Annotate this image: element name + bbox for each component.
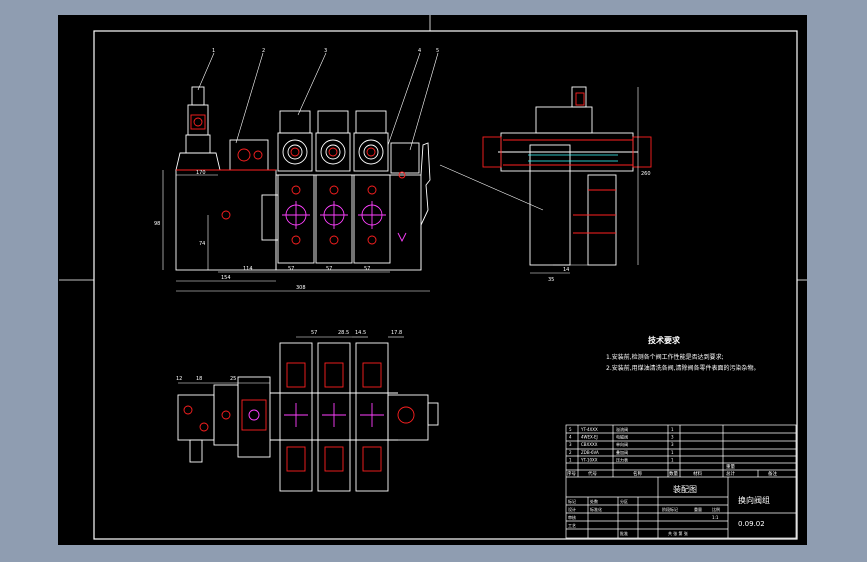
parts-cell: ZDB-6VA [581,450,599,455]
rev-count: 处数 [590,498,598,504]
parts-cell: 叠加阀 [616,449,628,455]
rev-mark: 标记 [568,498,576,504]
hdr-remarks: 备注 [768,470,777,477]
dim-plan-b: 28.5 [338,330,349,336]
dim-plan-c: 14.5 [355,330,366,336]
balloon-1: 1 [212,48,215,54]
parts-cell: 单向阀 [616,441,628,447]
side-view [498,86,638,266]
role-design: 设计 [568,506,576,512]
dim-side-a: 14 [563,267,569,273]
balloon-3: 3 [324,48,327,54]
parts-cell: 溢流阀 [616,426,628,432]
hdr-no: 序号 [567,470,576,477]
role-process: 工艺 [568,523,576,528]
cad-drawing: 98 74 170 114 57 57 57 154 308 1 2 3 4 5 [59,15,807,540]
product-name: 换向阀组 [738,495,770,505]
dim-side-b: 35 [548,277,554,283]
parts-cell: 压力表 [616,456,628,462]
balloon-5: 5 [436,48,439,54]
dim-bottom-b: 57 [288,266,294,272]
dim-bottom-a: 114 [243,266,253,272]
dim-plan-l2: 18 [196,376,202,382]
parts-cell: 1 [671,457,674,462]
parts-cell: 5 [569,427,572,432]
side-view-dimensions [530,87,639,274]
parts-cell: 1 [671,450,674,455]
dim-overall-a: 154 [221,275,231,281]
dim-left-height: 98 [154,221,160,227]
parts-cell: 4 [569,435,572,440]
weight2-label: 重量 [694,506,702,512]
hdr-qty: 数量 [669,470,678,477]
role-review: 审核 [568,514,576,520]
dim-side-height: 260 [641,171,651,177]
parts-cell: YT-4XXX [580,427,598,432]
drawing-number: 0.09.02 [738,520,765,528]
balloon-2: 2 [262,48,265,54]
dim-plan-l1: 12 [176,376,182,382]
role-approve: 批准 [620,530,628,536]
parts-cell: 2 [569,450,572,455]
tech-req-line2: 2.安装前,用煤油清洗各阀,清除阀各零件表面的污染杂物。 [606,364,760,372]
side-view-cyan [528,154,618,162]
title-block [565,424,797,539]
scale-label: 比例 [712,506,720,512]
drawing-name: 装配图 [673,484,697,494]
drawing-sheet: 98 74 170 114 57 57 57 154 308 1 2 3 4 5 [58,15,807,545]
hdr-total: 总计 [726,470,735,477]
parts-cell: 4WEX-EJ [581,435,598,440]
stage-label: 阶段标记 [662,506,678,512]
hdr-name: 名称 [633,470,642,477]
title-block-header: 序号 代号 名称 数量 材料 重量 总计 备注 [567,463,777,477]
plan-view-magenta [248,403,384,427]
parts-cell: 3 [671,435,674,440]
parts-cell: 3 [671,442,674,447]
parts-cell: 1 [569,457,572,462]
rev-zone: 分区 [620,498,628,504]
parts-cell: YT-10XX [580,457,598,462]
dim-bottom-c: 57 [326,266,332,272]
dim-plan-d: 17.8 [391,330,402,336]
revision-labels: 标记 处数 分区 设计 标准化 审核 工艺 批准 阶段标记 重量 比例 1:1 … [568,498,720,536]
role-standard: 标准化 [590,506,602,512]
dim-top-small: 170 [196,170,206,176]
balloon-4: 4 [418,48,421,54]
hdr-weight: 重量 [726,463,735,470]
dim-left-height2: 74 [199,241,205,247]
side-view-red [482,92,652,234]
front-view [175,86,431,271]
plan-view-dimensions [178,336,404,384]
tech-req-line1: 1.安装前,检测各个阀工作性能是否达到要求; [606,353,724,361]
tech-req-title: 技术要求 [648,335,681,345]
sheet-label: 共 张 第 张 [668,530,688,536]
parts-cell: 1 [671,427,674,432]
inner-border [93,30,798,540]
parts-cell: 电磁阀 [616,434,628,440]
front-view-dimensions [162,170,430,292]
hdr-material: 材料 [693,470,702,477]
front-view-red [176,114,406,245]
parts-cell: CBXXXX [581,442,598,447]
plan-view [177,342,439,492]
hdr-code: 代号 [588,470,597,477]
dim-plan-a: 57 [311,330,317,336]
leader-lines [197,52,544,211]
dim-plan-l3: 25 [230,376,236,382]
scale-value: 1:1 [712,515,719,520]
parts-cell: 3 [569,442,572,447]
front-view-magenta [282,201,407,243]
plan-view-red [183,362,415,472]
dim-bottom-d: 57 [364,266,370,272]
dim-overall-b: 308 [296,285,306,291]
